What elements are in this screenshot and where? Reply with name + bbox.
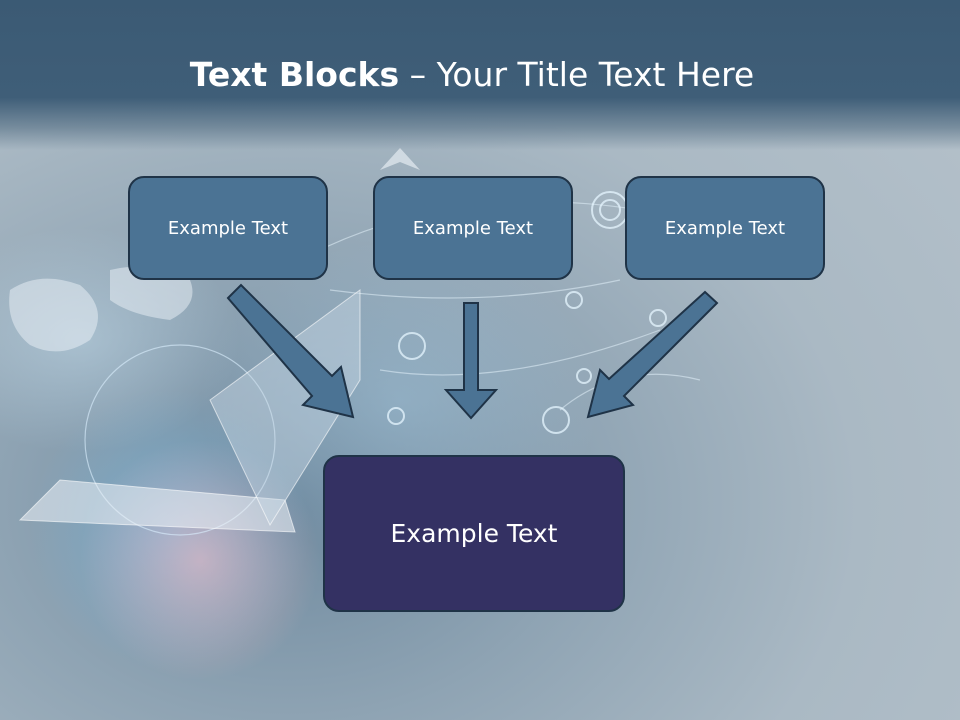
slide-title: Text Blocks – Your Title Text Here	[0, 52, 944, 98]
title-regular-text: – Your Title Text Here	[399, 55, 755, 94]
network-node	[576, 368, 592, 384]
title-bold-text: Text Blocks	[189, 55, 400, 94]
network-node	[591, 191, 629, 229]
network-node	[542, 406, 570, 434]
network-node	[649, 309, 667, 327]
network-node	[387, 407, 405, 425]
network-node	[599, 199, 621, 221]
network-node	[565, 291, 583, 309]
network-line	[559, 373, 701, 411]
text-block-3[interactable]: Example Text	[625, 176, 825, 280]
envelope-icon	[380, 148, 420, 170]
network-line	[329, 279, 621, 299]
globe-outline	[84, 344, 276, 536]
text-block-2[interactable]: Example Text	[373, 176, 573, 280]
title-bar	[0, 0, 960, 150]
network-node	[398, 332, 426, 360]
world-map-shapes	[9, 266, 193, 352]
target-text-block[interactable]: Example Text	[323, 455, 625, 612]
text-block-1[interactable]: Example Text	[128, 176, 328, 280]
